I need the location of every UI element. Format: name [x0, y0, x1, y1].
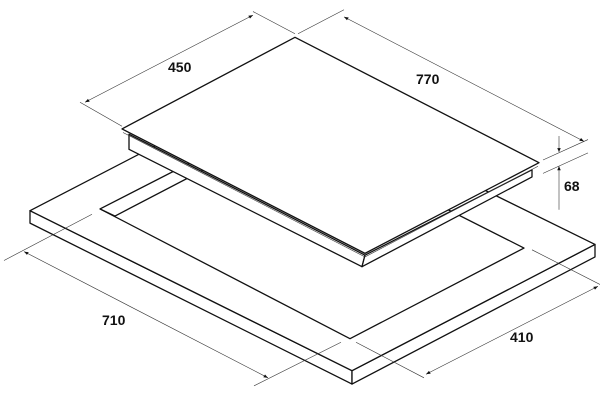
- hob-height-label: 68: [564, 178, 580, 194]
- cutout-width-label: 410: [510, 329, 534, 345]
- hob-width-label: 450: [168, 59, 192, 75]
- dimension-68-lines: [543, 136, 588, 210]
- cutout-length-label: 710: [102, 312, 126, 328]
- dimension-450-lines: [80, 12, 295, 127]
- cutout-inner-left: [100, 209, 115, 216]
- dimension-710-lines: [4, 214, 341, 386]
- dimension-770-lines: [298, 10, 588, 160]
- dimension-410-lines: [356, 250, 600, 378]
- hob-length-label: 770: [416, 71, 440, 87]
- diagram-geometry: [4, 10, 600, 386]
- hob-glass-edge: [123, 132, 538, 256]
